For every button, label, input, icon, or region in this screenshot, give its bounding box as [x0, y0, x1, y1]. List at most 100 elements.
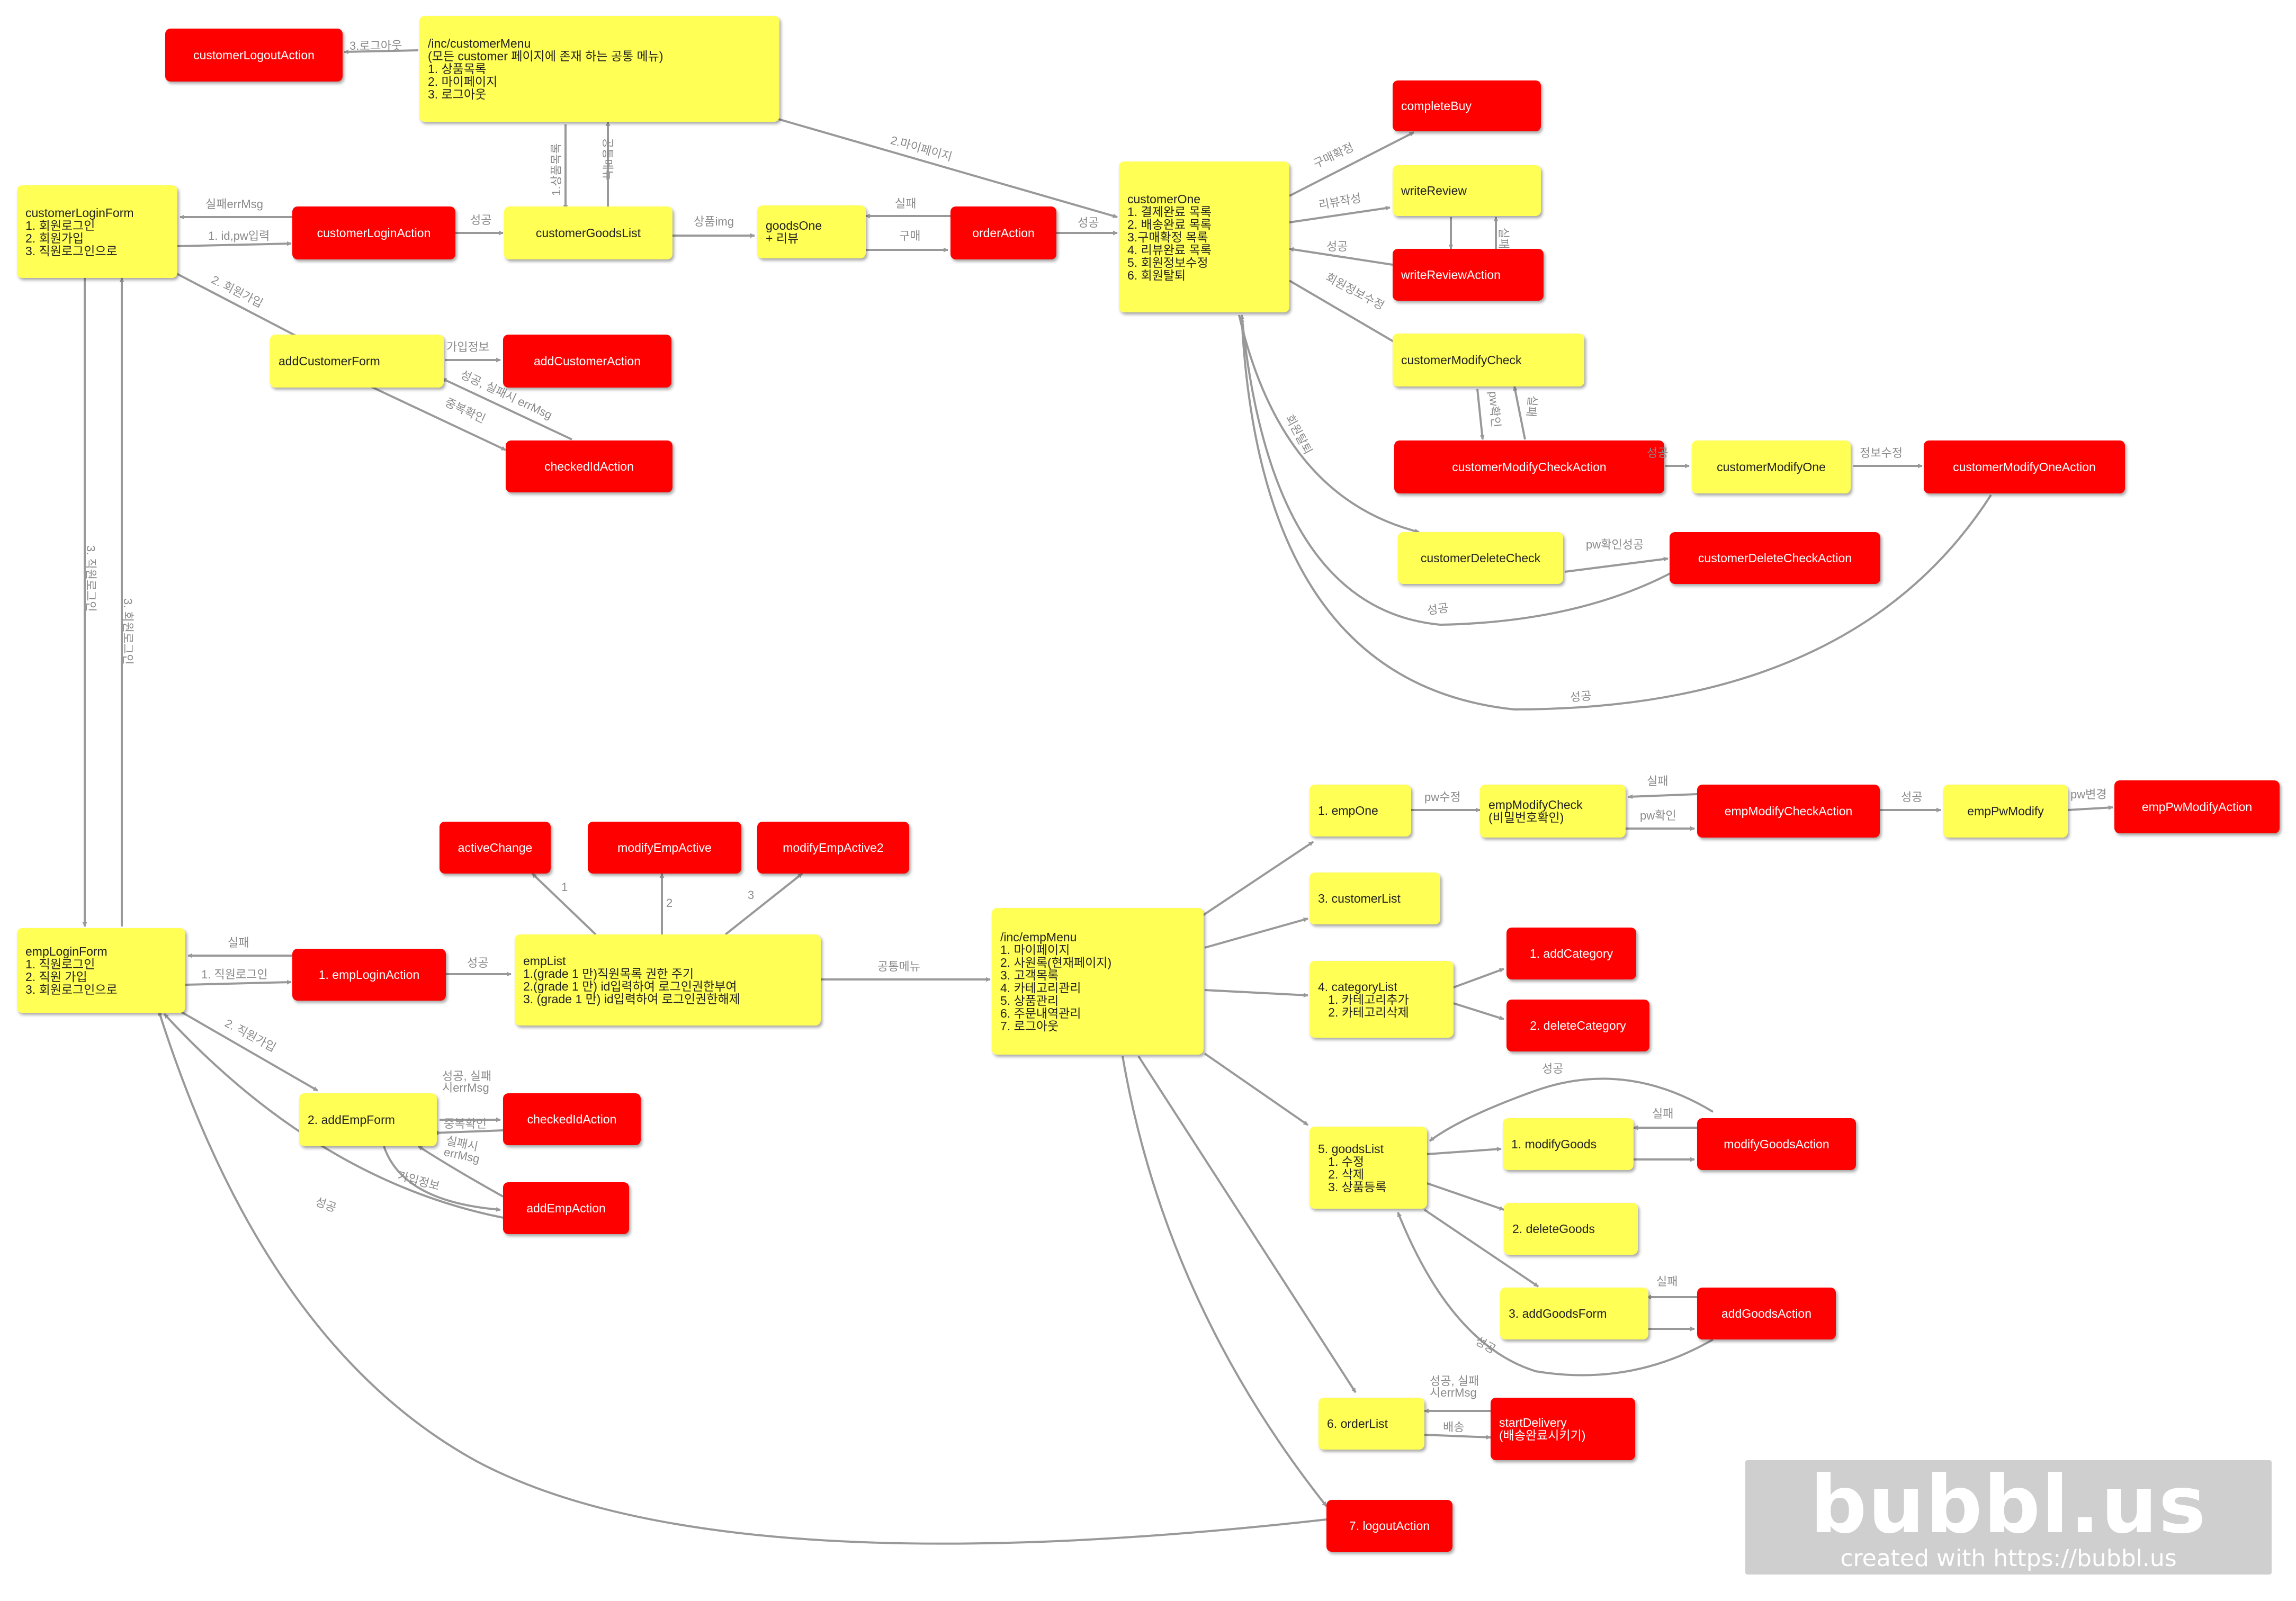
edge-label-info-modify: 정보수정 — [1860, 446, 1903, 460]
edge-orderlist-to-startdelivery — [1424, 1434, 1491, 1440]
node-modify-goods: 1. modifyGoods — [1503, 1118, 1634, 1170]
node-add-emp-action: addEmpAction — [503, 1182, 629, 1234]
edge-goodslist-to-modifygoods — [1427, 1147, 1502, 1155]
edge-label-fail-errmsg: 실패errMsg — [205, 197, 263, 211]
edge-label-success-8: 성공 — [1901, 790, 1923, 804]
node-emp-login-action: 1. empLoginAction — [292, 949, 446, 1001]
bubblus-credit-text: created with https://bubbl.us — [1840, 1545, 2177, 1572]
node-emp-modify-check: empModifyCheck (비밀번호확인) — [1480, 785, 1626, 838]
node-delete-goods: 2. deleteGoods — [1504, 1203, 1638, 1255]
node-checked-id-action-emp: checkedIdAction — [503, 1093, 641, 1145]
edge-empmenu-to-logoutaction — [1122, 1056, 1328, 1507]
edge-goodslist-to-deletegoods — [1427, 1182, 1504, 1211]
node-add-goods-action: addGoodsAction — [1697, 1288, 1836, 1339]
edge-label-fail-7: 실패 — [1656, 1275, 1678, 1288]
edge-label-common-menu-1: 공통메뉴 — [601, 138, 614, 181]
edge-emploginform-to-emploginaction — [185, 979, 292, 986]
node-category-list: 4. categoryList 1. 카테고리추가 2. 카테고리삭제 — [1310, 961, 1454, 1038]
edge-categorylist-to-addcategory — [1453, 968, 1504, 988]
node-logout-action: 7. logoutAction — [1326, 1500, 1452, 1552]
edge-label-emp-login-input: 1. 직원로그인 — [201, 968, 268, 981]
node-add-category: 1. addCategory — [1506, 928, 1636, 979]
node-start-delivery: startDelivery (배송완료시키기) — [1491, 1398, 1635, 1460]
node-customer-delete-check: customerDeleteCheck — [1398, 532, 1563, 584]
edge-empmenu-to-customerlist — [1204, 917, 1308, 949]
edge-label-fail-5: 실패 — [1647, 775, 1669, 788]
node-order-list: 6. orderList — [1319, 1398, 1424, 1450]
edge-label-fail-2: 실패 — [1497, 228, 1510, 249]
edge-label-pw-check-success: pw확인성공 — [1586, 538, 1644, 551]
node-customer-modify-one: customerModifyOne — [1692, 440, 1851, 493]
node-add-goods-form: 3. addGoodsForm — [1500, 1288, 1648, 1339]
edge-addempaction-to-emploginform — [163, 1013, 504, 1219]
edge-label-goods-list-menu: 1.상품목록 — [550, 143, 563, 196]
edge-label-dup-check-2: 중복확인 — [444, 1117, 487, 1130]
edge-label-goods-img: 상품img — [694, 215, 734, 228]
edge-deletecheck-to-deleteaction — [1564, 556, 1669, 573]
edge-empmenu-to-empone — [1201, 841, 1314, 917]
node-add-customer-form: addCustomerForm — [270, 335, 444, 388]
node-modify-emp-active2: modifyEmpActive2 — [757, 822, 909, 874]
edge-empmenu-to-orderlist — [1137, 1055, 1357, 1393]
node-customer-modify-check-action: customerModifyCheckAction — [1394, 440, 1664, 493]
edge-menu-to-logout — [344, 49, 419, 55]
bubblus-logo-text: bubbl.us — [1810, 1459, 2207, 1551]
edge-label-delivery: 배송 — [1443, 1420, 1465, 1434]
node-goods-one: goodsOne + 리뷰 — [757, 205, 866, 258]
edge-label-logout: 3.로그아웃 — [349, 39, 402, 52]
edge-label-success-6: 성공 — [1569, 689, 1592, 704]
node-customer-modify-one-action: customerModifyOneAction — [1924, 440, 2125, 493]
edge-label-success-fail-err-2: 성공, 실패 시errMsg — [442, 1069, 492, 1094]
edge-empmenu-to-categorylist — [1204, 989, 1308, 998]
node-delete-category: 2. deleteCategory — [1506, 1000, 1649, 1051]
edge-label-pw-change: pw변경 — [2070, 788, 2107, 801]
edge-customerone-to-modifycheck — [1288, 280, 1399, 345]
edge-checkaction-to-empmodifycheck — [1628, 793, 1698, 799]
edge-label-success-2: 성공 — [1078, 216, 1099, 229]
edge-modifygoodsaction-to-goodslist — [1429, 1077, 1714, 1142]
node-add-emp-form: 2. addEmpForm — [299, 1093, 437, 1146]
edge-goodslist-to-addgoodsform — [1423, 1209, 1539, 1288]
edge-label-pw-confirm: pw확인 — [1640, 809, 1676, 822]
node-emp-one: 1. empOne — [1310, 785, 1411, 837]
node-emp-list: empList 1.(grade 1 만)직원목록 권한 주기 2.(grade… — [515, 934, 821, 1026]
edge-label-emp-login-link: 3. 직원로그인 — [84, 545, 97, 612]
node-order-action: orderAction — [950, 206, 1056, 259]
node-complete-buy: completeBuy — [1393, 80, 1541, 131]
node-add-customer-action: addCustomerAction — [503, 335, 671, 388]
edge-addempform-to-addempaction — [383, 1146, 501, 1212]
edge-label-n2: 2 — [666, 896, 673, 910]
edge-label-success-3: 성공 — [1326, 240, 1348, 253]
edge-label-n3: 3 — [748, 888, 755, 902]
edge-label-id-pw-input: 1. id,pw입력 — [208, 229, 270, 242]
edge-label-fail-4: 실패 — [228, 936, 249, 949]
node-emp-login-form: empLoginForm 1. 직원로그인 2. 직원 가입 3. 회원로그인으… — [17, 928, 185, 1013]
edge-label-success-4: 성공 — [1647, 446, 1669, 460]
node-modify-goods-action: modifyGoodsAction — [1697, 1118, 1856, 1170]
node-write-review: writeReview — [1393, 165, 1541, 216]
edge-customerone-to-completebuy — [1289, 131, 1414, 197]
edge-label-pw-check-1: pw확인 — [1486, 390, 1503, 428]
edge-customerone-to-writereview — [1289, 205, 1391, 223]
node-checked-id-action-customer: checkedIdAction — [506, 440, 672, 492]
edge-label-n1: 1 — [561, 880, 568, 894]
node-customer-modify-check: customerModifyCheck — [1393, 334, 1584, 386]
node-customer-list: 3. customerList — [1310, 873, 1440, 924]
node-customer-menu: /inc/customerMenu (모든 customer 페이지에 존재 하… — [419, 16, 779, 122]
edge-empmenu-to-goodslist — [1204, 1053, 1309, 1126]
node-emp-pw-modify: empPwModify — [1943, 785, 2068, 838]
edge-loginform-to-loginaction — [177, 241, 292, 247]
edge-label-join-info-1: 가입정보 — [446, 340, 489, 354]
edge-deleteaction-to-customerone — [1240, 314, 1674, 626]
edge-label-pw-modify: pw수정 — [1424, 790, 1461, 804]
edge-addcustomerform-to-checkid — [370, 385, 506, 451]
edge-addempaction-to-addempform — [417, 1145, 504, 1198]
edge-checkid-to-addcustomerform — [442, 377, 572, 440]
node-customer-login-action: customerLoginAction — [292, 206, 455, 259]
edge-checkaction-to-modifycheck — [1513, 386, 1526, 440]
node-emp-pw-modify-action: empPwModifyAction — [2114, 780, 2280, 833]
node-customer-delete-check-action: customerDeleteCheckAction — [1670, 532, 1880, 584]
edge-emppwmodify-to-pwaction — [2067, 805, 2113, 811]
edge-emplist-to-modifyempactive2 — [724, 873, 803, 936]
